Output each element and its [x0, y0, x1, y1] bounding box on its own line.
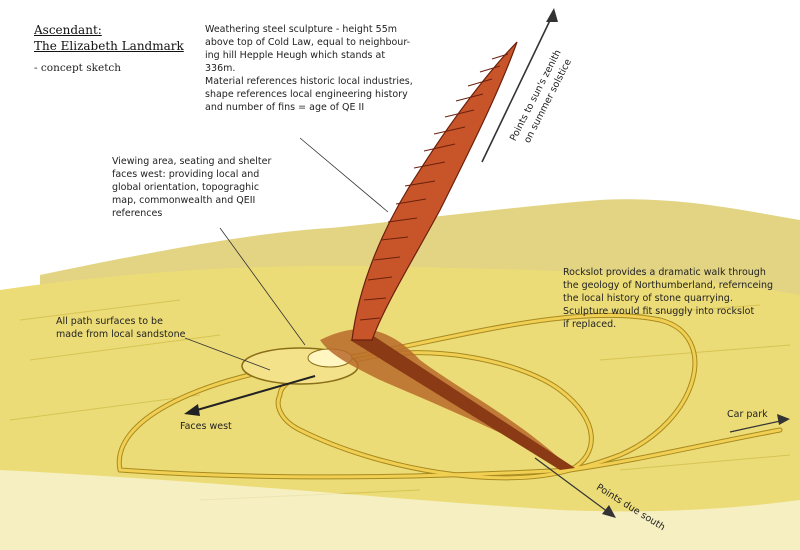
zenith-arrow	[481, 8, 558, 163]
faces-west-label: Faces west	[180, 421, 232, 432]
car-park-label: Car park	[727, 409, 768, 420]
foreground-wash	[0, 470, 800, 550]
sculpture-note: Weathering steel sculpture - height 55m …	[205, 24, 413, 113]
sculpture-fins	[359, 53, 509, 321]
rockslot-note: Rockslot provides a dramatic walk throug…	[563, 267, 774, 330]
sketch-subtitle: - concept sketch	[34, 62, 122, 74]
sculpture	[351, 41, 518, 341]
paths-note: All path surfaces to be made from local …	[56, 316, 186, 340]
car-park-arrow	[729, 414, 790, 433]
leader-lines	[184, 137, 389, 371]
sketch-title: Ascendant: The Elizabeth Landmark	[34, 22, 184, 54]
title-line-1: Ascendant:	[34, 23, 102, 37]
due-south-arrow	[534, 457, 616, 518]
faces-west-arrow	[184, 375, 316, 416]
ground	[0, 265, 800, 550]
rockslot	[350, 335, 575, 470]
title-line-2: The Elizabeth Landmark	[34, 39, 184, 53]
viewing-area-note: Viewing area, seating and shelter faces …	[112, 156, 272, 219]
